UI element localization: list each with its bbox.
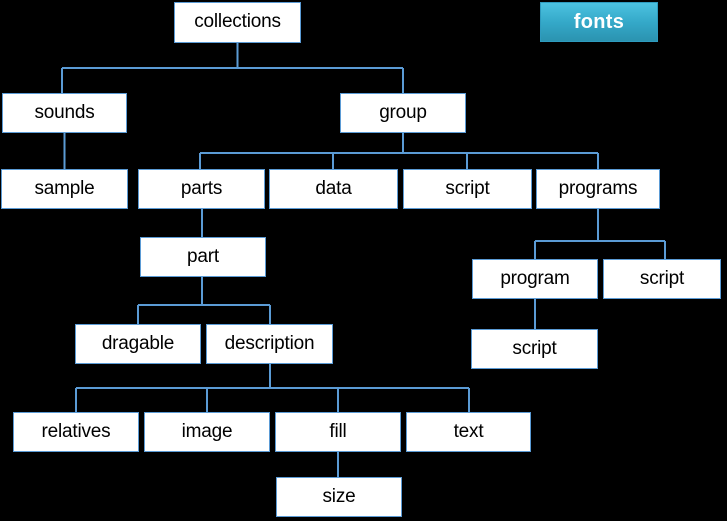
node-fill[interactable]: fill (275, 412, 401, 452)
node-label: fill (329, 420, 347, 442)
edge-part-children (137, 277, 271, 324)
node-script-programs[interactable]: script (603, 259, 721, 299)
node-parts[interactable]: parts (138, 169, 265, 209)
edge-group-children (199, 133, 599, 169)
node-label: data (315, 177, 352, 199)
node-relatives[interactable]: relatives (13, 412, 139, 452)
node-script-group[interactable]: script (403, 169, 532, 209)
node-label: relatives (41, 420, 111, 442)
node-dragable[interactable]: dragable (75, 324, 201, 364)
node-size[interactable]: size (276, 477, 402, 517)
node-label: size (322, 485, 356, 507)
node-label: group (379, 101, 427, 123)
node-part[interactable]: part (140, 237, 266, 277)
node-label: dragable (101, 332, 175, 354)
node-label: text (453, 420, 484, 442)
node-label: sounds (34, 101, 95, 123)
node-script-program[interactable]: script (471, 329, 598, 369)
node-data[interactable]: data (269, 169, 398, 209)
node-image[interactable]: image (144, 412, 270, 452)
node-label: programs (558, 177, 638, 199)
node-collections[interactable]: collections (174, 2, 301, 43)
node-label: parts (180, 177, 223, 199)
node-sample[interactable]: sample (1, 169, 128, 209)
legend-fonts-label: fonts (573, 10, 625, 33)
node-description[interactable]: description (206, 324, 333, 364)
edge-programs-children (534, 209, 666, 259)
node-label: script (512, 337, 557, 359)
node-label: program (500, 267, 570, 289)
node-programs[interactable]: programs (536, 169, 660, 209)
node-label: image (181, 420, 233, 442)
node-label: collections (194, 11, 281, 32)
node-text[interactable]: text (406, 412, 531, 452)
edge-description-children (75, 364, 470, 412)
node-label: script (639, 267, 685, 289)
node-label: description (224, 332, 315, 354)
node-group[interactable]: group (340, 93, 466, 133)
node-sounds[interactable]: sounds (2, 93, 127, 133)
node-program[interactable]: program (472, 259, 598, 299)
node-label: script (445, 177, 490, 199)
node-label: part (187, 245, 219, 267)
edge-collections-children (61, 43, 404, 93)
node-label: sample (34, 177, 95, 199)
legend-fonts-box[interactable]: fonts (540, 2, 658, 42)
